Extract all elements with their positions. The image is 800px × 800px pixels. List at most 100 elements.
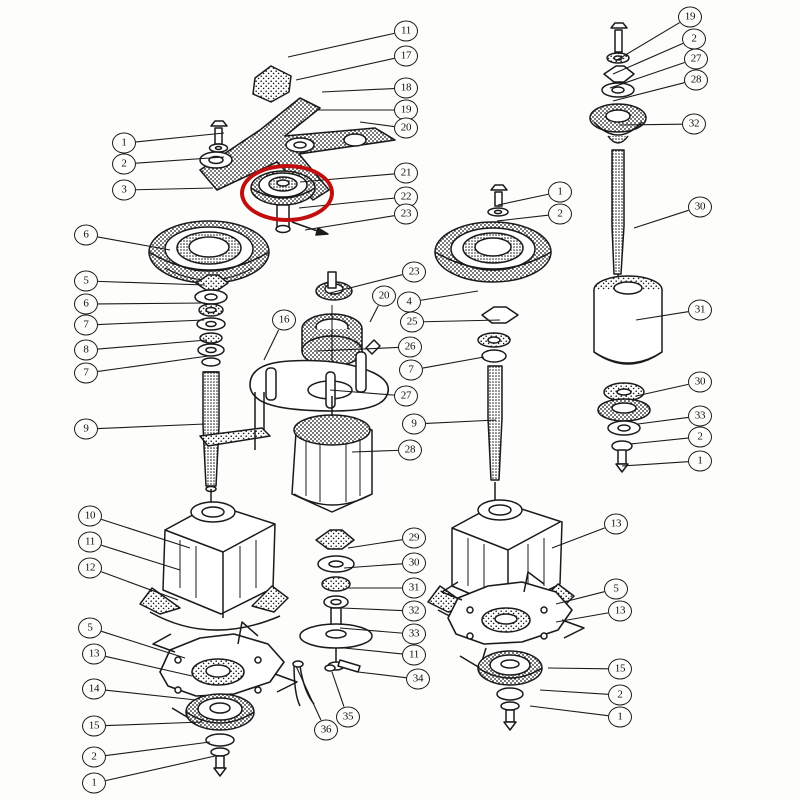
part-shaft-far-right bbox=[611, 149, 625, 282]
callout-number: 18 bbox=[394, 77, 418, 99]
callout-number: 31 bbox=[688, 299, 712, 321]
callout-7[interactable]: 7 bbox=[74, 362, 98, 384]
callout-1[interactable]: 1 bbox=[82, 772, 106, 794]
callout-11[interactable]: 11 bbox=[394, 20, 418, 42]
callout-number: 36 bbox=[314, 719, 338, 741]
callout-number: 28 bbox=[398, 439, 422, 461]
leader-line-13 bbox=[105, 655, 193, 677]
callout-9[interactable]: 9 bbox=[74, 418, 98, 440]
callout-25[interactable]: 25 bbox=[400, 311, 424, 333]
callout-5[interactable]: 5 bbox=[78, 617, 102, 639]
callout-15[interactable]: 15 bbox=[608, 658, 632, 680]
callout-number: 6 bbox=[74, 293, 98, 315]
callout-8[interactable]: 8 bbox=[74, 339, 98, 361]
callout-30[interactable]: 30 bbox=[402, 552, 426, 574]
callout-28[interactable]: 28 bbox=[398, 439, 422, 461]
callout-6[interactable]: 6 bbox=[74, 293, 98, 315]
callout-4[interactable]: 4 bbox=[397, 291, 421, 313]
callout-30[interactable]: 30 bbox=[688, 196, 712, 218]
callout-5[interactable]: 5 bbox=[74, 270, 98, 292]
callout-16[interactable]: 16 bbox=[272, 309, 296, 331]
part-link-rods-bottom bbox=[292, 659, 361, 707]
callout-30[interactable]: 30 bbox=[688, 371, 712, 393]
callout-12[interactable]: 12 bbox=[78, 557, 102, 579]
leader-line-27 bbox=[609, 61, 685, 89]
callout-26[interactable]: 26 bbox=[398, 336, 422, 358]
callout-1[interactable]: 1 bbox=[688, 450, 712, 472]
callout-14[interactable]: 14 bbox=[82, 678, 106, 700]
callout-27[interactable]: 27 bbox=[394, 385, 418, 407]
callout-5[interactable]: 5 bbox=[604, 578, 628, 600]
callout-35[interactable]: 35 bbox=[336, 706, 360, 728]
callout-2[interactable]: 2 bbox=[688, 426, 712, 448]
leader-line-7 bbox=[422, 356, 485, 369]
leader-lines bbox=[97, 22, 689, 782]
leader-line-26 bbox=[315, 346, 399, 352]
leader-line-11 bbox=[343, 647, 403, 655]
callout-31[interactable]: 31 bbox=[402, 577, 426, 599]
callout-36[interactable]: 36 bbox=[314, 719, 338, 741]
callout-number: 20 bbox=[372, 285, 396, 307]
callout-32[interactable]: 32 bbox=[682, 113, 706, 135]
callout-21[interactable]: 21 bbox=[394, 162, 418, 184]
callout-number: 15 bbox=[608, 658, 632, 680]
leader-line-11 bbox=[287, 32, 395, 58]
callout-34[interactable]: 34 bbox=[406, 668, 430, 690]
callout-1[interactable]: 1 bbox=[608, 706, 632, 728]
callout-13[interactable]: 13 bbox=[604, 513, 628, 535]
callout-2[interactable]: 2 bbox=[82, 746, 106, 768]
callout-1[interactable]: 1 bbox=[548, 181, 572, 203]
callout-23[interactable]: 23 bbox=[394, 203, 418, 225]
callout-number: 9 bbox=[74, 418, 98, 440]
callout-28[interactable]: 28 bbox=[684, 69, 708, 91]
callout-number: 14 bbox=[82, 678, 106, 700]
callout-20[interactable]: 20 bbox=[394, 117, 418, 139]
callout-33[interactable]: 33 bbox=[688, 405, 712, 427]
callout-number: 33 bbox=[688, 405, 712, 427]
leader-line-31 bbox=[635, 311, 689, 321]
callout-9[interactable]: 9 bbox=[402, 413, 426, 435]
callout-29[interactable]: 29 bbox=[402, 527, 426, 549]
callout-7[interactable]: 7 bbox=[399, 359, 423, 381]
callout-2[interactable]: 2 bbox=[112, 153, 136, 175]
callout-number: 27 bbox=[684, 48, 708, 70]
leader-line-5 bbox=[555, 591, 605, 605]
leader-line-34 bbox=[357, 671, 407, 679]
callout-31[interactable]: 31 bbox=[688, 299, 712, 321]
callout-13[interactable]: 13 bbox=[82, 643, 106, 665]
part-stud-below-pinion bbox=[275, 204, 329, 236]
leader-line-1 bbox=[497, 193, 549, 206]
leader-line-28 bbox=[612, 82, 685, 102]
part-ring-gear-left bbox=[148, 220, 270, 284]
callout-20[interactable]: 20 bbox=[372, 285, 396, 307]
callout-15[interactable]: 15 bbox=[82, 715, 106, 737]
leader-line-20 bbox=[359, 121, 395, 128]
callout-27[interactable]: 27 bbox=[684, 48, 708, 70]
callout-33[interactable]: 33 bbox=[402, 623, 426, 645]
callout-13[interactable]: 13 bbox=[608, 600, 632, 622]
callout-23[interactable]: 23 bbox=[402, 261, 426, 283]
callout-18[interactable]: 18 bbox=[394, 77, 418, 99]
callout-19[interactable]: 19 bbox=[678, 6, 702, 28]
callout-2[interactable]: 2 bbox=[682, 28, 706, 50]
callout-1[interactable]: 1 bbox=[112, 132, 136, 154]
callout-7[interactable]: 7 bbox=[74, 314, 98, 336]
part-bolt-mid bbox=[487, 184, 509, 217]
leader-line-17 bbox=[295, 57, 395, 81]
callout-11[interactable]: 11 bbox=[78, 531, 102, 553]
callout-2[interactable]: 2 bbox=[608, 684, 632, 706]
callout-3[interactable]: 3 bbox=[112, 179, 136, 201]
callout-6[interactable]: 6 bbox=[74, 224, 98, 246]
callout-number: 25 bbox=[400, 311, 424, 333]
leader-line-21 bbox=[299, 173, 395, 183]
leader-line-23 bbox=[329, 274, 403, 294]
callout-17[interactable]: 17 bbox=[394, 45, 418, 67]
callout-11[interactable]: 11 bbox=[402, 644, 426, 666]
part-hub-bottom-right bbox=[477, 650, 543, 731]
callout-32[interactable]: 32 bbox=[402, 600, 426, 622]
callout-10[interactable]: 10 bbox=[78, 505, 102, 527]
callout-number: 6 bbox=[74, 224, 98, 246]
callout-2[interactable]: 2 bbox=[548, 203, 572, 225]
leader-line-12 bbox=[101, 571, 179, 601]
